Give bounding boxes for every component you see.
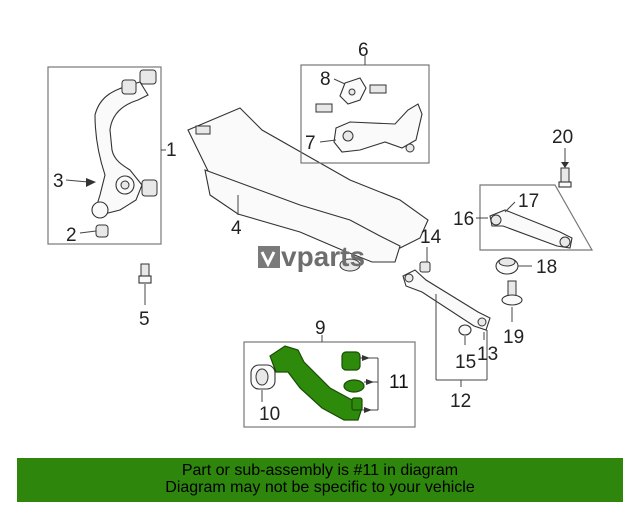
watermark-logo: vparts	[258, 241, 365, 272]
bolt-20[interactable]	[558, 148, 572, 188]
callout-10[interactable]: 10	[259, 404, 280, 425]
banner-line-1: Part or sub-assembly is #11 in diagram	[181, 462, 459, 479]
callout-17[interactable]: 17	[518, 191, 539, 212]
knuckle-assembly[interactable]	[47, 66, 166, 245]
callout-15[interactable]: 15	[455, 352, 476, 373]
callout-6[interactable]: 6	[358, 40, 369, 61]
callout-13[interactable]: 13	[477, 344, 498, 365]
callout-4[interactable]: 4	[231, 218, 242, 239]
ball-joint-highlight	[351, 397, 363, 411]
callout-2[interactable]: 2	[66, 225, 77, 246]
callout-12[interactable]: 12	[450, 391, 471, 412]
callout-7[interactable]: 7	[305, 133, 316, 154]
info-banner: Part or sub-assembly is #11 in diagram D…	[17, 458, 623, 502]
control-arm-highlight	[269, 345, 363, 421]
banner-line-2: Diagram may not be specific to your vehi…	[165, 479, 475, 496]
callout-20[interactable]: 20	[552, 127, 573, 148]
crossmember[interactable]	[187, 107, 429, 272]
callout-16[interactable]: 16	[453, 209, 474, 230]
callout-8[interactable]: 8	[320, 69, 331, 90]
callout-14[interactable]: 14	[420, 227, 442, 248]
lower-arm-assembly[interactable]	[243, 335, 416, 428]
callout-18[interactable]: 18	[536, 257, 557, 278]
lateral-link-assembly[interactable]	[476, 184, 594, 251]
callout-9[interactable]: 9	[315, 318, 326, 339]
watermark-text: vparts	[281, 241, 365, 272]
bolt-19[interactable]	[501, 280, 523, 322]
washer-highlight	[343, 379, 365, 393]
callout-1[interactable]: 1	[166, 140, 177, 161]
callout-19[interactable]: 19	[503, 327, 524, 348]
trailing-link[interactable]	[402, 247, 491, 387]
callout-5[interactable]: 5	[139, 309, 150, 330]
callout-11[interactable]: 11	[389, 372, 409, 393]
bushing-18[interactable]	[495, 257, 532, 275]
upper-arm-assembly[interactable]	[300, 56, 430, 164]
bushing-highlight	[341, 351, 361, 371]
callout-3[interactable]: 3	[53, 171, 64, 192]
bolt-5[interactable]	[138, 263, 152, 305]
